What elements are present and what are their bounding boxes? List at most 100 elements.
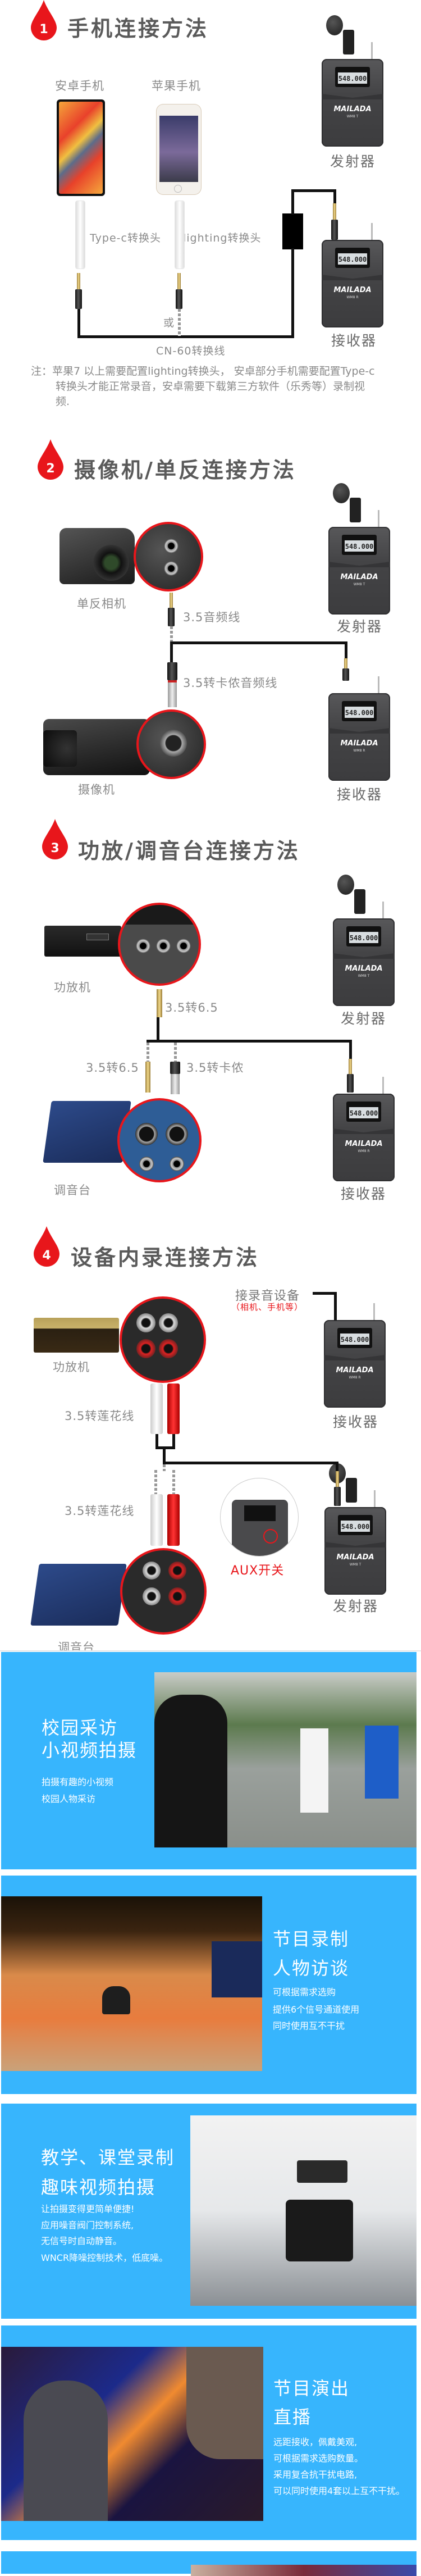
6.5mm-plug xyxy=(157,989,162,1017)
step-4-drop-icon: 4 xyxy=(34,1226,60,1267)
plug-tip xyxy=(344,658,347,668)
panel-title-1: 节目演出 xyxy=(273,2378,350,2399)
white-rca-plug xyxy=(150,1494,163,1546)
frequency-readout: 548.000 xyxy=(340,1333,369,1345)
lightning-adapter xyxy=(175,201,184,268)
panel-program-recording: 节目录制 人物访谈 可根据需求选购 提供6个信号通道使用 同时使用互不干扰 xyxy=(1,1876,417,2094)
panel-title-2: 人物访谈 xyxy=(273,1958,350,1979)
plug-tip xyxy=(177,273,181,289)
panel-title-1: 校园采访 xyxy=(42,1717,118,1738)
mixer-record-out-zoom xyxy=(120,1548,207,1635)
dashed-cable xyxy=(174,1043,177,1062)
stage-show-photo xyxy=(1,2347,263,2521)
iphone-image xyxy=(157,104,201,194)
cable-line xyxy=(291,189,294,215)
transmitter-label: 发射器 xyxy=(341,1011,387,1027)
panel-line: 远距接收，佩戴美观, xyxy=(273,2437,358,2447)
lcd-display: 548.000 xyxy=(338,1515,373,1535)
next-panel-photo xyxy=(191,2565,417,2576)
amplifier-mic-input-zoom xyxy=(118,903,201,986)
camcorder-label: 摄像机 xyxy=(78,783,115,797)
model-name: WM8 R xyxy=(349,1376,361,1380)
transmitter-label: 发射器 xyxy=(337,618,383,635)
6.5mm-plug xyxy=(145,1062,150,1093)
panel-title-1: 节目录制 xyxy=(273,1928,350,1950)
panel-next xyxy=(1,2551,417,2576)
campus-interview-photo xyxy=(154,1672,417,1847)
aux-switch-label: AUX开关 xyxy=(231,1564,285,1578)
lcd-display: 548.000 xyxy=(342,701,377,721)
lcd-display: 548.000 xyxy=(342,535,377,555)
panel-title-2: 小视频拍摄 xyxy=(42,1740,138,1761)
camera-mic-port-zoom xyxy=(134,522,203,591)
receiver-device: 548.000 MAILADA WM8 R xyxy=(328,693,390,781)
mic-clip xyxy=(350,498,361,522)
cable-line xyxy=(77,335,294,338)
cable-line xyxy=(77,308,80,337)
section-title: 功放/调音台连接方法 xyxy=(78,839,300,863)
mixer-image xyxy=(30,1564,127,1626)
brand-logo: MAILADA xyxy=(345,1140,383,1148)
camcorder-image xyxy=(43,719,150,775)
dashed-cable xyxy=(172,1470,175,1495)
lcd-display: 548.000 xyxy=(346,1102,381,1122)
panel-line: 可根据需求选购数量。 xyxy=(273,2453,364,2464)
amplifier-image xyxy=(44,926,121,957)
dashed-cable xyxy=(163,1464,166,1471)
transmitter-device: 548.000 MAILADA WM8 T xyxy=(333,918,395,1006)
panel-line: 无信号时自动静音。 xyxy=(41,2236,122,2246)
panel-title-1: 教学、课堂录制 xyxy=(41,2147,175,2168)
adapter-label-bottom: 3.5转6.5 xyxy=(86,1061,139,1075)
3.5mm-plug xyxy=(75,289,82,309)
panel-line: WNCR降噪控制技术，低底噪。 xyxy=(41,2252,168,2263)
dslr-label: 单反相机 xyxy=(77,597,126,611)
lavalier-mic-icon xyxy=(326,15,343,35)
typec-adapter xyxy=(76,201,85,268)
section-title: 手机连接方法 xyxy=(67,16,209,41)
cable-label: CN-60转换线 xyxy=(156,345,226,357)
brand-logo: MAILADA xyxy=(336,1366,374,1375)
svg-text:4: 4 xyxy=(42,1249,51,1263)
3.5mm-plug xyxy=(347,1074,354,1093)
cable-line xyxy=(170,641,347,644)
cable-line xyxy=(157,1017,159,1042)
cn60-converter-box xyxy=(282,213,303,249)
gold-amplifier-image xyxy=(34,1318,119,1353)
cable-line xyxy=(163,1446,166,1463)
antenna xyxy=(371,223,373,241)
3.5mm-plug xyxy=(331,220,338,240)
mixer-label: 调音台 xyxy=(54,1184,91,1197)
mixer-mic-input-zoom xyxy=(117,1098,202,1182)
xlr-connector xyxy=(168,680,177,707)
cable-line xyxy=(345,641,347,659)
plug-tip xyxy=(170,593,173,608)
frequency-readout: 548.000 xyxy=(338,72,367,84)
lcd-display: 548.000 xyxy=(335,67,370,87)
model-name: WM8 T xyxy=(358,974,370,978)
model-name: WM8 T xyxy=(349,1563,361,1567)
brand-logo: MAILADA xyxy=(340,573,378,581)
receiver-label: 接收器 xyxy=(333,1414,379,1430)
mic-clip xyxy=(354,889,365,914)
red-rca-plug xyxy=(167,1494,180,1546)
antenna xyxy=(374,1490,376,1508)
svg-text:3: 3 xyxy=(51,841,59,855)
lavalier-mic-icon xyxy=(337,875,354,895)
3.5mm-plug xyxy=(334,1486,341,1506)
red-rca-plug xyxy=(167,1383,180,1434)
cable-line xyxy=(163,1462,338,1464)
svg-text:2: 2 xyxy=(46,462,54,476)
panel-line: 校园人物采访 xyxy=(42,1794,96,1804)
note-text: 注：苹果7 以上需要配置lighting转换头， 安卓部分手机需要配置Type-… xyxy=(31,365,375,408)
divider xyxy=(0,1650,421,1651)
lavalier-mic-icon xyxy=(333,483,350,503)
section-title: 设备内录连接方法 xyxy=(71,1245,260,1270)
tv-studio-photo xyxy=(1,1896,262,2071)
transmitter-label: 发射器 xyxy=(333,1598,379,1614)
panel-classroom-recording: 教学、课堂录制 趣味视频拍摄 让拍摄变得更简单便捷! 应用噪音阀门控制系统, 无… xyxy=(1,2104,417,2319)
frequency-readout: 548.000 xyxy=(345,540,374,552)
panel-campus-interview: 校园采访 小视频拍摄 拍摄有趣的小视频 校园人物采访 xyxy=(1,1652,417,1869)
model-name: WM8 R xyxy=(346,295,359,299)
iphone-label: 苹果手机 xyxy=(152,79,201,93)
mic-clip xyxy=(346,1478,357,1503)
